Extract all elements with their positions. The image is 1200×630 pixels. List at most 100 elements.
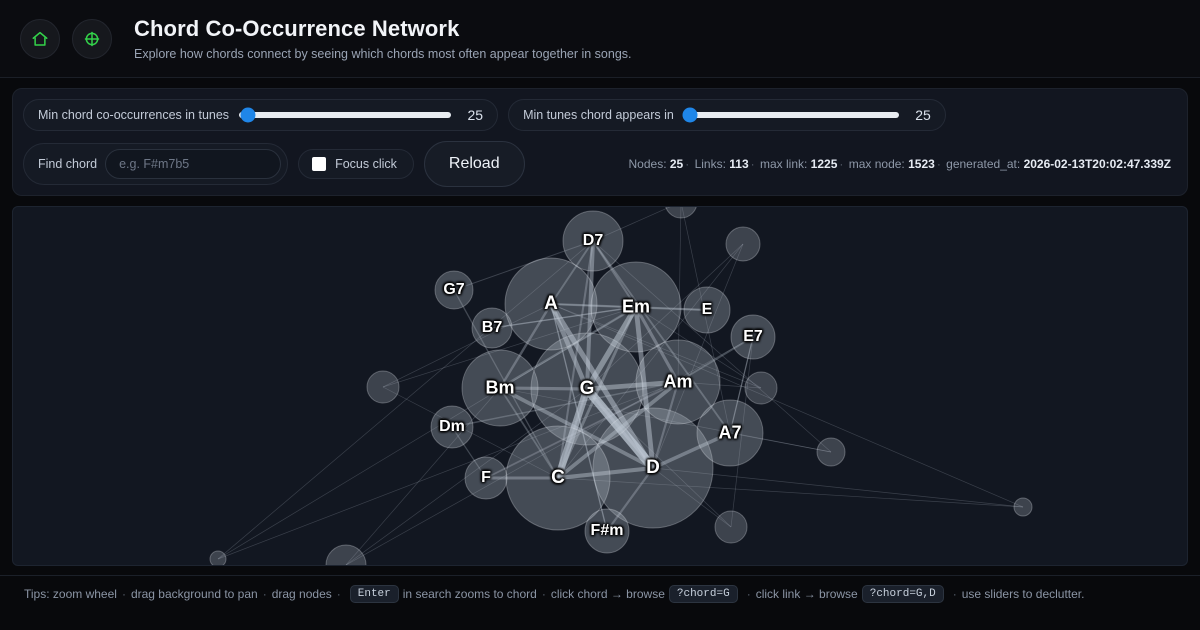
graph-link[interactable] xyxy=(345,387,501,565)
slider-thumb[interactable] xyxy=(682,107,698,123)
graph-link[interactable] xyxy=(485,381,679,479)
graph-node[interactable] xyxy=(683,286,731,334)
graph-node[interactable] xyxy=(592,407,714,529)
focus-click-control[interactable]: Focus click xyxy=(298,149,414,179)
graph-link[interactable] xyxy=(677,381,762,389)
graph-link[interactable] xyxy=(382,303,552,388)
graph-link[interactable] xyxy=(585,240,595,390)
graph-link[interactable] xyxy=(557,465,654,481)
slider-thumb[interactable] xyxy=(240,107,256,123)
graph-link[interactable] xyxy=(729,432,832,453)
graph-node[interactable] xyxy=(1013,497,1033,517)
graph-link[interactable] xyxy=(498,303,553,389)
graph-link[interactable] xyxy=(557,243,744,479)
graph-node[interactable] xyxy=(562,210,624,272)
graph-node[interactable] xyxy=(325,544,367,566)
min-tunes-slider[interactable] xyxy=(682,107,899,123)
graph-link[interactable] xyxy=(652,243,744,469)
graph-node[interactable] xyxy=(665,207,697,219)
graph-link[interactable] xyxy=(382,386,559,479)
graph-node[interactable] xyxy=(434,270,474,310)
graph-node[interactable] xyxy=(471,307,513,349)
graph-link[interactable] xyxy=(548,303,590,390)
graph-node[interactable] xyxy=(430,405,474,449)
find-chord-control[interactable]: Find chord xyxy=(23,143,289,185)
graph-link[interactable] xyxy=(550,302,708,312)
graph-link[interactable] xyxy=(592,240,637,308)
graph-link[interactable] xyxy=(592,207,681,242)
graph-link[interactable] xyxy=(550,303,762,389)
graph-node[interactable] xyxy=(635,339,721,425)
graph-node[interactable] xyxy=(714,510,748,544)
graph-link[interactable] xyxy=(586,243,744,390)
graph-link[interactable] xyxy=(652,431,731,470)
graph-link[interactable] xyxy=(556,240,595,479)
graph-link[interactable] xyxy=(550,303,708,311)
graph-node[interactable] xyxy=(209,550,227,566)
graph-node[interactable] xyxy=(725,226,761,262)
graph-node[interactable] xyxy=(366,370,400,404)
graph-link[interactable] xyxy=(550,303,608,532)
graph-link[interactable] xyxy=(548,302,656,470)
graph-link[interactable] xyxy=(729,336,754,434)
graph-node[interactable] xyxy=(590,261,682,353)
graph-link[interactable] xyxy=(556,388,589,479)
graph-link[interactable] xyxy=(651,381,680,469)
min-cooccurrence-control[interactable]: Min chord co-occurrences in tunes 25 xyxy=(23,99,499,131)
graph-node[interactable] xyxy=(461,349,539,427)
reload-button[interactable]: Reload xyxy=(423,141,525,187)
graph-node[interactable] xyxy=(530,332,644,446)
graph-link[interactable] xyxy=(499,387,559,479)
home-button[interactable] xyxy=(20,18,60,59)
graph-node[interactable] xyxy=(730,314,776,360)
graph-link[interactable] xyxy=(585,388,655,469)
graph-link[interactable] xyxy=(583,386,657,471)
graph-link[interactable] xyxy=(451,381,679,428)
graph-link[interactable] xyxy=(453,240,594,291)
graph-link[interactable] xyxy=(345,388,588,565)
graph-link[interactable] xyxy=(606,467,654,532)
graph-link[interactable] xyxy=(633,306,656,469)
graph-link[interactable] xyxy=(491,306,637,329)
graph-link[interactable] xyxy=(635,306,762,389)
graph-link[interactable] xyxy=(451,426,487,479)
graph-link[interactable] xyxy=(453,289,559,479)
graph-link[interactable] xyxy=(592,240,832,453)
graph-link[interactable] xyxy=(382,306,637,388)
graph-link[interactable] xyxy=(729,336,754,434)
graph-link[interactable] xyxy=(730,336,754,528)
graph-link[interactable] xyxy=(586,388,732,528)
min-tunes-control[interactable]: Min tunes chord appears in 25 xyxy=(508,99,946,131)
graph-link[interactable] xyxy=(499,305,637,390)
graph-link[interactable] xyxy=(499,386,588,391)
graph-node[interactable] xyxy=(464,456,508,500)
focus-click-checkbox[interactable] xyxy=(312,157,327,171)
graph-link[interactable] xyxy=(217,306,637,560)
graph-node[interactable] xyxy=(584,508,630,554)
graph-link[interactable] xyxy=(677,207,682,383)
graph-node[interactable] xyxy=(696,399,764,467)
graph-link[interactable] xyxy=(556,306,638,479)
graph-node[interactable] xyxy=(744,371,778,405)
graph-link[interactable] xyxy=(554,387,591,480)
graph-link[interactable] xyxy=(217,240,594,560)
graph-link[interactable] xyxy=(634,306,680,383)
graph-link[interactable] xyxy=(652,467,1024,508)
graph-link[interactable] xyxy=(550,303,1024,508)
graph-link[interactable] xyxy=(652,467,732,528)
graph-link[interactable] xyxy=(586,379,679,392)
graph-link[interactable] xyxy=(550,240,594,305)
network-svg[interactable] xyxy=(13,207,1188,566)
graph-link[interactable] xyxy=(550,303,608,532)
graph-node[interactable] xyxy=(505,425,611,531)
search-input[interactable] xyxy=(105,149,282,179)
graph-link[interactable] xyxy=(677,336,754,383)
graph-link[interactable] xyxy=(491,306,637,329)
graph-link[interactable] xyxy=(499,387,832,453)
graph-link[interactable] xyxy=(584,305,639,391)
graph-node[interactable] xyxy=(504,257,598,351)
graph-link[interactable] xyxy=(345,336,754,565)
graph-link[interactable] xyxy=(499,386,654,470)
graph-link[interactable] xyxy=(557,477,1024,508)
